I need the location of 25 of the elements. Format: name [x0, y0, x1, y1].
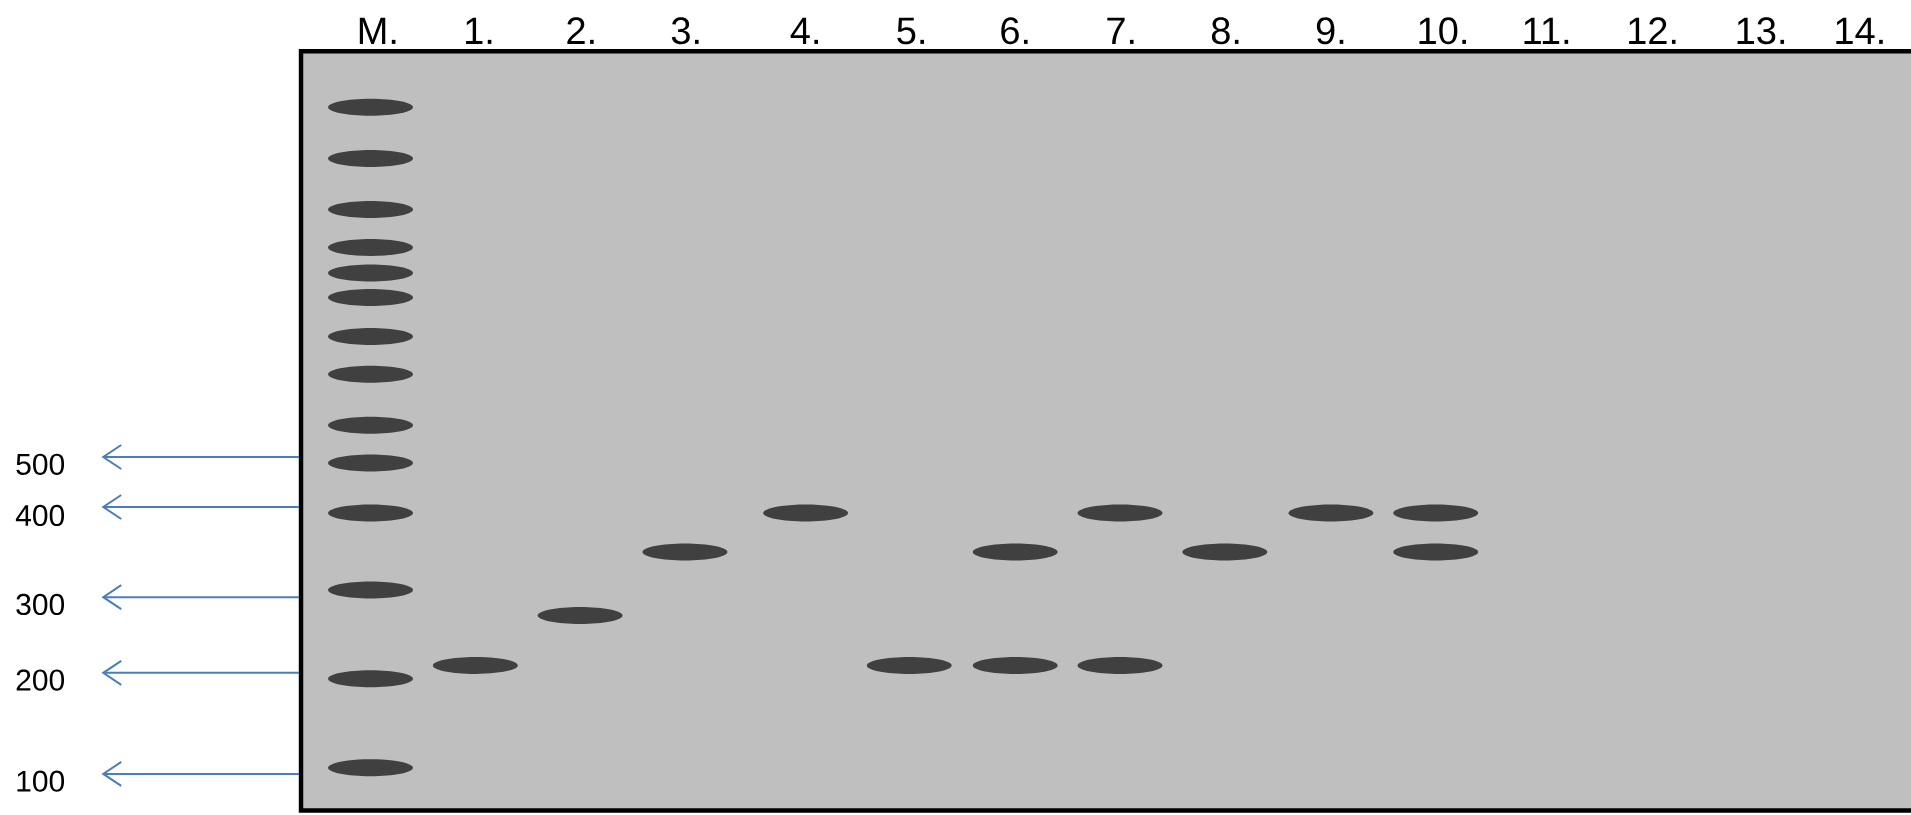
- lane-label: 13.: [1737, 17, 1785, 45]
- size-label: 400: [15, 504, 65, 527]
- size-label: 500: [16, 453, 65, 475]
- size-label: 200: [16, 669, 65, 691]
- arrow: [101, 760, 300, 787]
- lane-label: 8.: [1211, 17, 1239, 45]
- arrow: [101, 584, 300, 611]
- lane-label: 4.: [790, 17, 818, 44]
- size-label: 300: [16, 593, 65, 616]
- lane-label: 3.: [671, 17, 699, 45]
- lane-label: M.: [359, 17, 396, 44]
- arrow: [101, 659, 300, 686]
- arrow: [101, 444, 300, 470]
- size-label: 100: [17, 770, 65, 792]
- arrow: [101, 494, 300, 520]
- lane-label: 1.: [466, 17, 492, 44]
- lane-label: 10.: [1419, 17, 1466, 45]
- lane-label: 2.: [567, 17, 594, 44]
- lane-label: 14.: [1836, 17, 1883, 44]
- lane-label: 9.: [1316, 17, 1344, 45]
- lane-label: 5.: [897, 17, 924, 45]
- lane-label: 6.: [1001, 17, 1028, 45]
- lane-label: 12.: [1629, 17, 1676, 44]
- lane-label: 11.: [1524, 17, 1569, 44]
- lane-label: 7.: [1107, 17, 1134, 44]
